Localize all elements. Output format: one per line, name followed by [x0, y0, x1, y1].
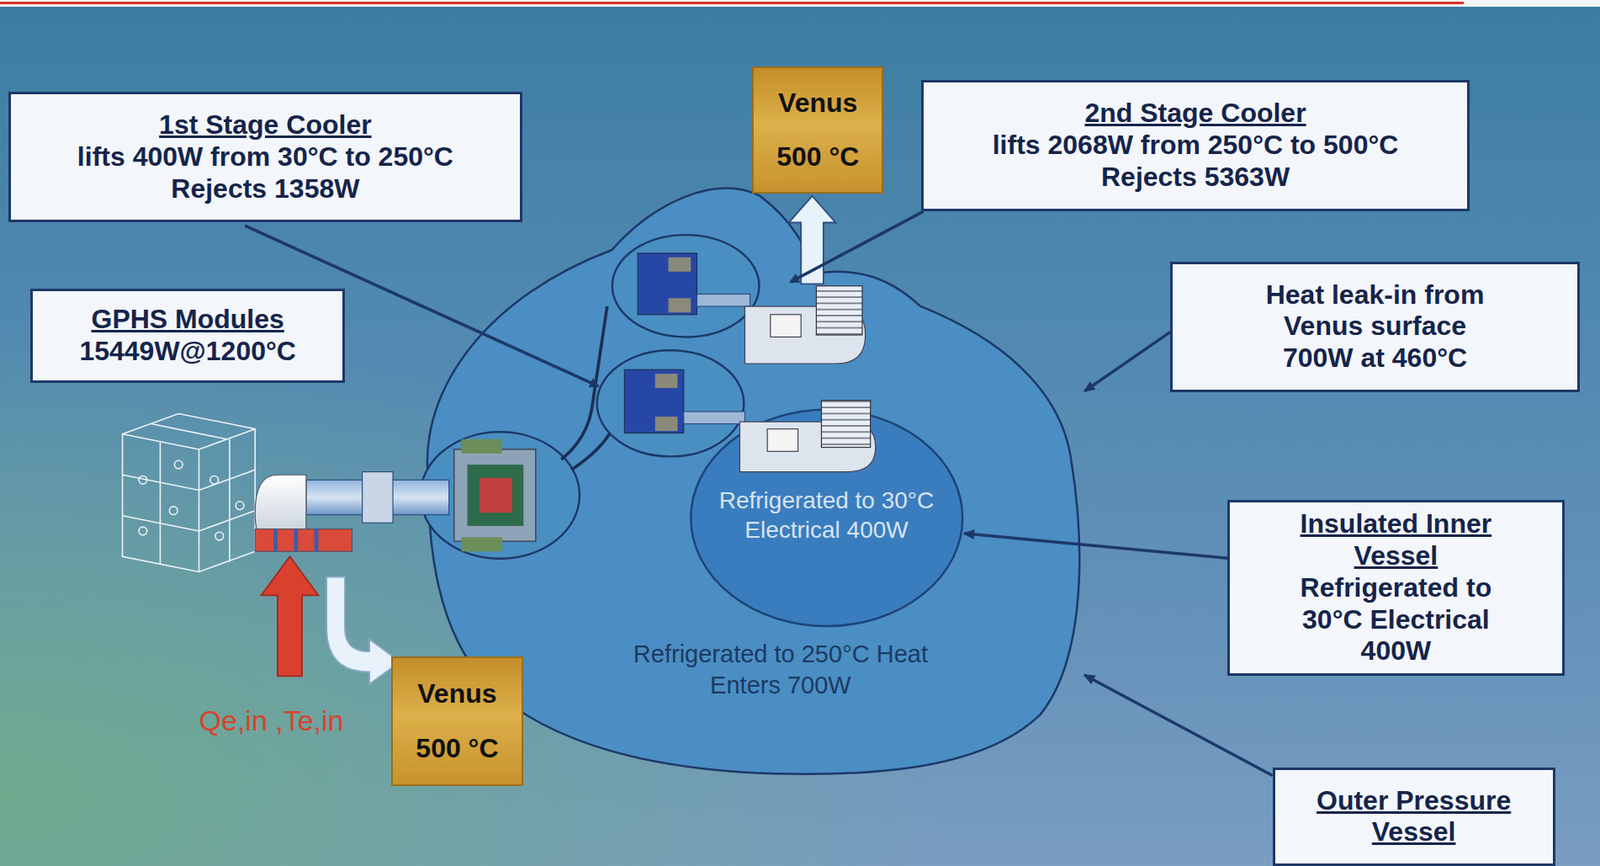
- venus-box: Venus 500 °C: [391, 656, 525, 786]
- venus-label: Venus: [417, 678, 497, 710]
- stirling-convertor: [254, 431, 580, 558]
- callout-box: GPHS Modules15449W@1200°C: [30, 288, 345, 383]
- callout-text: Refrigerated to 30°C Electrical 400W: [1269, 572, 1522, 668]
- venus-label: Venus: [778, 87, 858, 119]
- callout-heading: 2nd Stage Cooler: [1084, 97, 1306, 130]
- inner-vessel-region: Refrigerated to 30°C Electrical 400W: [688, 407, 965, 628]
- temperature-label: 500 °C: [776, 141, 859, 173]
- leader-arrow: [1084, 674, 1272, 775]
- region-label: Refrigerated to 250°C Heat Enters 700W: [632, 638, 929, 700]
- venus-box: Venus 500 °C: [752, 66, 884, 195]
- top-band: [0, 0, 1600, 7]
- callout-text: Outer Pressure Vessel: [1313, 784, 1516, 849]
- callout-box: Outer Pressure Vessel: [1272, 767, 1556, 865]
- temperature-label: 500 °C: [415, 732, 499, 764]
- callout-box: 1st Stage Coolerlifts 400W from 30°C to …: [8, 91, 523, 223]
- callout-text: Heat leak-in from Venus surface 700W at …: [1253, 279, 1498, 375]
- callout-box: Heat leak-in from Venus surface 700W at …: [1170, 261, 1579, 393]
- callout-text: 15449W@1200°C: [79, 335, 296, 368]
- callout-heading: GPHS Modules: [90, 303, 284, 336]
- callout-text: lifts 2068W from 250°C to 500°C Rejects …: [980, 129, 1410, 194]
- callout-box: Insulated Inner VesselRefrigerated to 30…: [1227, 499, 1564, 676]
- callout-text: lifts 400W from 30°C to 250°C Rejects 13…: [63, 141, 467, 206]
- region-label: Refrigerated to 30°C Electrical 400W: [704, 485, 949, 545]
- red-rule: [0, 1, 1464, 5]
- label-holder: Qe,in ,Te,in: [199, 704, 345, 737]
- callout-box: 2nd Stage Coolerlifts 2068W from 250°C t…: [921, 79, 1469, 212]
- callout-heading: 1st Stage Cooler: [158, 109, 372, 142]
- leader-arrow: [1084, 331, 1171, 391]
- gphs-stack: [122, 413, 256, 572]
- flow-symbol: Qe,in ,Te,in: [199, 704, 345, 737]
- callout-heading: Insulated Inner Vessel: [1269, 508, 1522, 573]
